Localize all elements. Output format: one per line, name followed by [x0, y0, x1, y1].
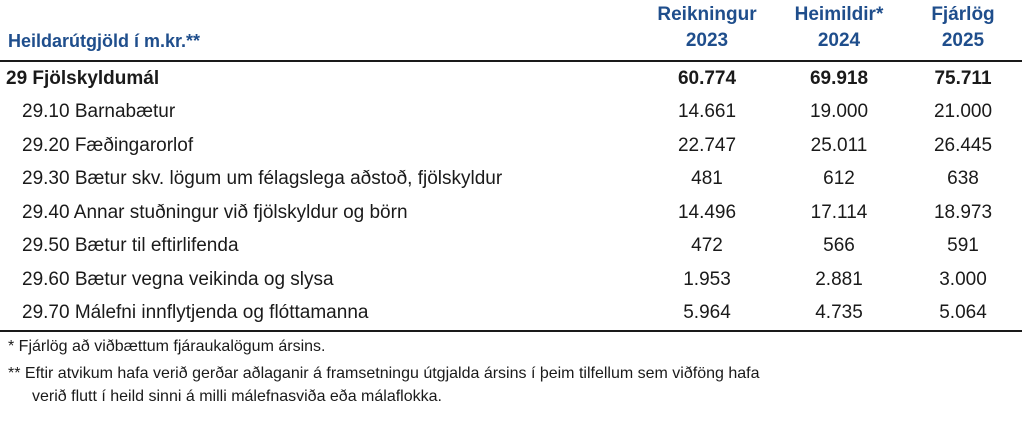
- column-header-line1: Fjárlög: [931, 4, 995, 25]
- row-label: 29.20 Fæðingarorlof: [22, 134, 194, 156]
- footnotes: * Fjárlög að viðbættum fjáraukalögum árs…: [8, 335, 1008, 408]
- header-label: Heildarútgjöld í m.kr.**: [0, 0, 640, 62]
- footnote-2: ** Eftir atvikum hafa verið gerðar aðlag…: [8, 362, 1008, 408]
- cell-2024: 4.735: [774, 296, 904, 332]
- table-row: 29.70 Málefni innflytjenda og flóttamann…: [0, 296, 1022, 332]
- cell-2025: 21.000: [933, 101, 993, 123]
- footnote-1: * Fjárlög að viðbættum fjáraukalögum árs…: [8, 338, 326, 355]
- cell-2023: 472: [691, 235, 723, 257]
- table-row: 29.10 Barnabætur 14.661 19.000 21.000: [0, 96, 1022, 130]
- cell-2025: 591: [947, 235, 979, 257]
- column-header-line1: Heimildir*: [794, 4, 884, 25]
- table-row: 29.40 Annar stuðningur við fjölskyldur o…: [0, 196, 1022, 230]
- footnote-2-line2: verið flutt í heild sinni á milli málefn…: [32, 388, 442, 405]
- cell-2025: 3.000: [939, 268, 987, 290]
- table-row: 29.30 Bætur skv. lögum um félagslega aðs…: [0, 163, 1022, 197]
- cell-2023: 22.747: [677, 134, 737, 156]
- cell-2023: 5.964: [640, 296, 774, 332]
- cell-2025: 18.973: [933, 201, 993, 223]
- column-header-year: 2024: [817, 30, 861, 51]
- column-header-heimildir: Heimildir* 2024: [774, 0, 904, 62]
- cell-2024: 17.114: [810, 201, 868, 223]
- table-row: 29.20 Fæðingarorlof 22.747 25.011 26.445: [0, 129, 1022, 163]
- cell-2023: 1.953: [683, 268, 731, 290]
- cell-2025: 5.064: [904, 296, 1022, 332]
- cell-2023: 481: [691, 168, 723, 190]
- row-label: 29.30 Bætur skv. lögum um félagslega aðs…: [22, 168, 503, 190]
- cell-2025: 75.711: [934, 67, 992, 89]
- expenditure-table: Heildarútgjöld í m.kr.** Reikningur 2023…: [0, 0, 1022, 332]
- column-header-fjarlog: Fjárlög 2025: [904, 0, 1022, 62]
- cell-2024: 612: [823, 168, 855, 190]
- cell-2024: 25.011: [810, 134, 868, 156]
- table-row-total: 29 Fjölskyldumál 60.774 69.918 75.711: [0, 61, 1022, 96]
- cell-2023: 60.774: [677, 67, 737, 89]
- row-label: 29.70 Málefni innflytjenda og flóttamann…: [0, 296, 640, 332]
- row-label: 29.50 Bætur til eftirlifenda: [22, 235, 239, 257]
- row-label: 29.10 Barnabætur: [22, 101, 176, 123]
- table-header-row: Heildarútgjöld í m.kr.** Reikningur 2023…: [0, 0, 1022, 62]
- column-header-line1: Reikningur: [657, 4, 757, 25]
- table-row: 29.50 Bætur til eftirlifenda 472 566 591: [0, 230, 1022, 264]
- cell-2025: 638: [947, 168, 979, 190]
- cell-2024: 566: [823, 235, 855, 257]
- row-label: 29 Fjölskyldumál: [6, 67, 160, 89]
- cell-2024: 19.000: [809, 101, 869, 123]
- footnote-2-line1: ** Eftir atvikum hafa verið gerðar aðlag…: [8, 365, 760, 382]
- table-row: 29.60 Bætur vegna veikinda og slysa 1.95…: [0, 263, 1022, 297]
- column-header-year: 2023: [685, 30, 729, 51]
- cell-2025: 26.445: [933, 134, 993, 156]
- cell-2023: 14.496: [677, 201, 737, 223]
- cell-2023: 14.661: [677, 101, 737, 123]
- cell-2024: 69.918: [809, 67, 869, 89]
- row-label: 29.60 Bætur vegna veikinda og slysa: [22, 268, 334, 290]
- row-label: 29.40 Annar stuðningur við fjölskyldur o…: [22, 201, 408, 223]
- cell-2024: 2.881: [815, 268, 863, 290]
- column-header-reikningur: Reikningur 2023: [640, 0, 774, 62]
- column-header-year: 2025: [941, 30, 985, 51]
